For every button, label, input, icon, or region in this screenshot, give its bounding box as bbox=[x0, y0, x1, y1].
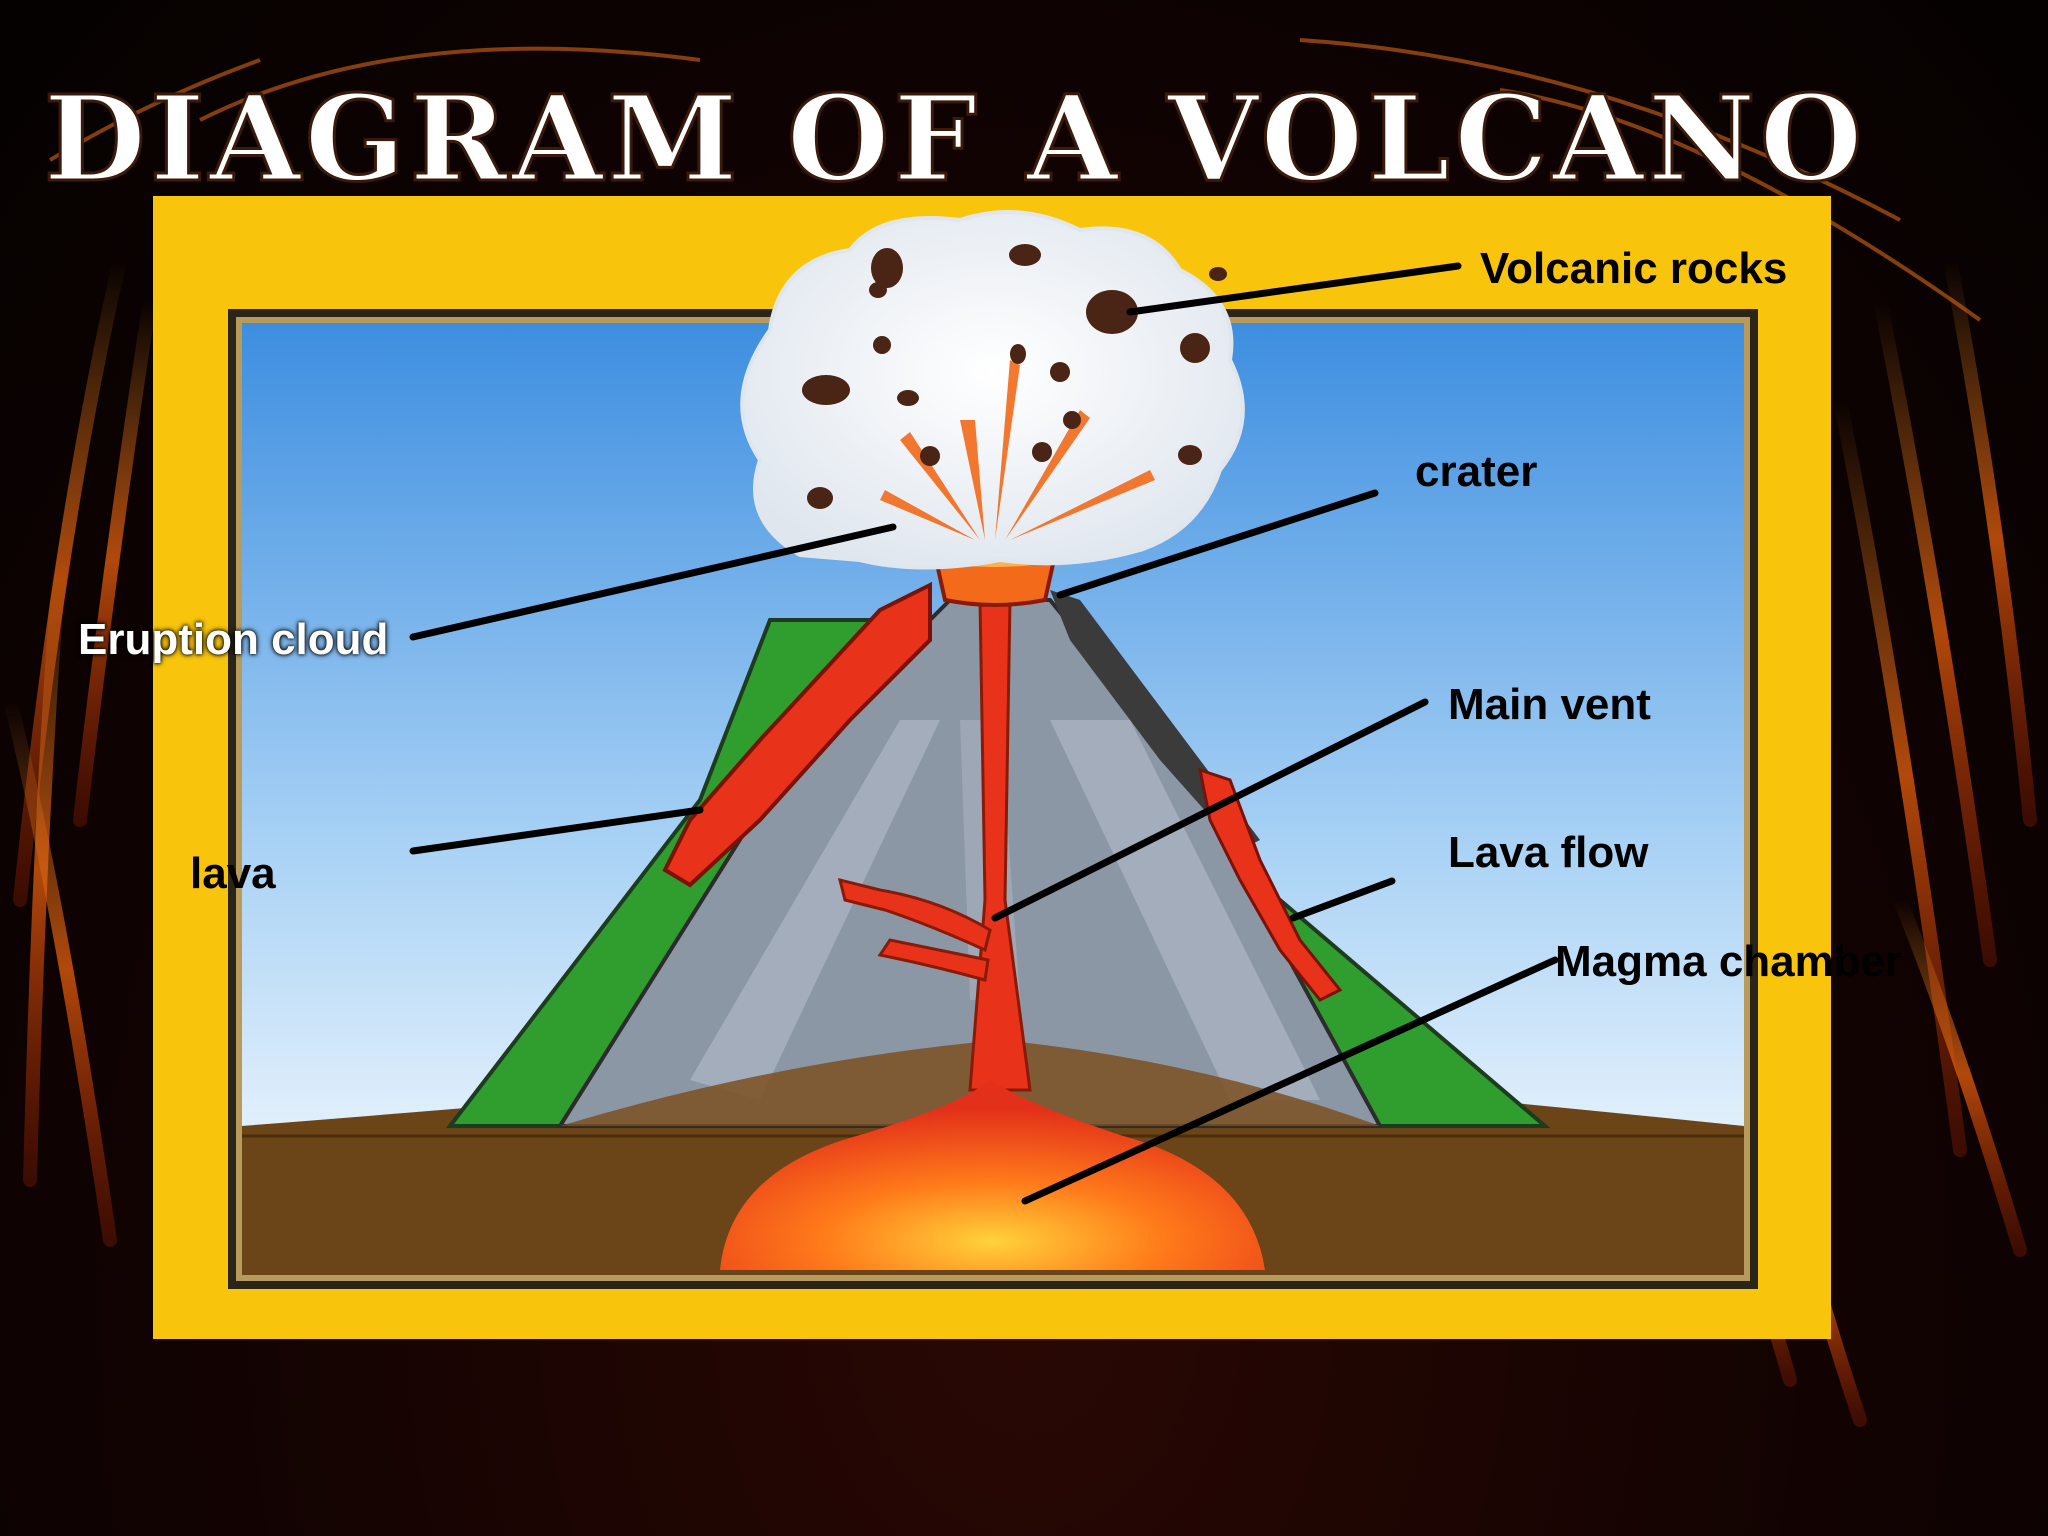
leader-line-lava-flow bbox=[1289, 877, 1396, 922]
page-title: DIAGRAM OF A VOLCANO bbox=[42, 69, 1867, 208]
leader-line-main-vent bbox=[991, 698, 1429, 922]
label-lava-flow: Lava flow bbox=[1448, 828, 1649, 877]
label-lava: lava bbox=[190, 849, 276, 898]
leader-line-magma-chamber bbox=[1021, 956, 1559, 1205]
label-volcanic-rocks: Volcanic rocks bbox=[1480, 244, 1788, 293]
leader-line-volcanic-rocks bbox=[1126, 262, 1462, 316]
label-crater: crater bbox=[1415, 447, 1538, 496]
leader-line-eruption-cloud bbox=[409, 523, 897, 641]
label-magma-chamber: Magma chamber bbox=[1555, 937, 1903, 986]
label-eruption-cloud: Eruption cloud bbox=[78, 615, 389, 664]
leader-line-crater bbox=[1056, 489, 1379, 599]
label-main-vent: Main vent bbox=[1448, 680, 1651, 729]
leader-line-lava bbox=[409, 806, 704, 855]
leader-lines bbox=[409, 262, 1559, 1205]
